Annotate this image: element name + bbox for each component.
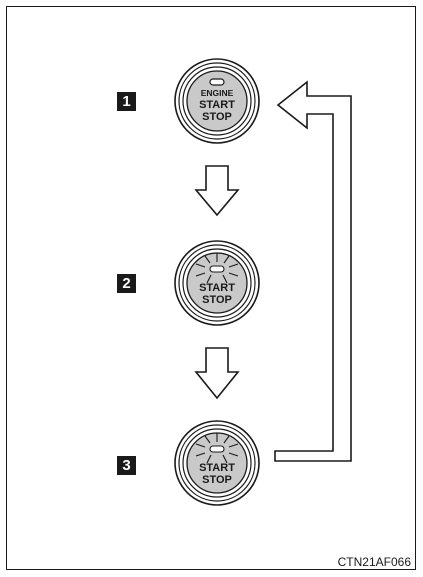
button-3-label-bot: STOP xyxy=(202,474,232,486)
button-1-label-bot: STOP xyxy=(202,111,232,123)
button-3-label-mid: START xyxy=(199,462,235,474)
down-arrow-icon xyxy=(194,347,240,400)
indicator-light-icon xyxy=(195,433,239,464)
button-1-label-top: ENGINE xyxy=(201,88,234,98)
down-arrow-icon xyxy=(194,165,240,217)
button-2: START STOP xyxy=(174,240,260,326)
figure-code: CTN21AF066 xyxy=(337,555,411,569)
return-arrow-icon xyxy=(274,80,352,462)
button-2-label-mid: START xyxy=(199,282,235,294)
step-3-badge: 3 xyxy=(117,456,136,475)
button-3: START STOP xyxy=(174,420,260,506)
indicator-light-icon xyxy=(195,253,239,284)
step-1-badge: 1 xyxy=(117,92,136,111)
step-2-badge: 2 xyxy=(117,274,136,293)
indicator-light-icon xyxy=(209,78,225,86)
button-1: ENGINE START STOP xyxy=(174,58,260,144)
button-1-label-mid: START xyxy=(199,99,235,111)
button-2-label-bot: STOP xyxy=(202,294,232,306)
